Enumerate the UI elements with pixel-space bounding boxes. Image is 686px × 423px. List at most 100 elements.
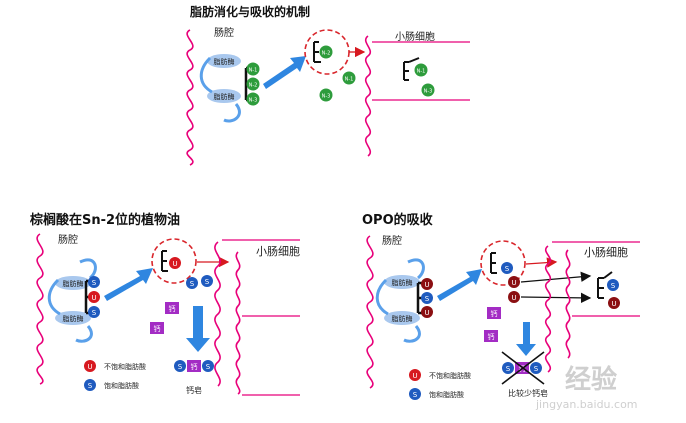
watermark-url: jingyan.baidu.com <box>535 398 638 411</box>
left-villi-cell <box>214 241 221 387</box>
right-fa-u2 <box>421 306 433 318</box>
left-enzyme-1 <box>55 276 91 290</box>
left-curve-arrow-3 <box>79 258 97 280</box>
right-legend-unsat: 不饱和脂肪酸 <box>429 371 471 380</box>
watermark: 经验 jingyan.baidu.com <box>535 364 638 411</box>
left-soap-s1 <box>174 360 186 372</box>
left-legend-sat: 饱和脂肪酸 <box>104 381 139 390</box>
left-fa-u-label: U <box>91 294 96 302</box>
left-fa-u-absorbed <box>169 257 181 269</box>
left-fa-s2 <box>88 306 100 318</box>
right-curve-arrow-3 <box>407 258 425 280</box>
right-glycerol <box>416 281 424 315</box>
left-soap-calcium-label: 钙 <box>191 362 198 371</box>
top-villi-cell <box>364 35 372 157</box>
top-lumen-label: 肠腔 <box>214 26 234 39</box>
right-soap-label: 比较少钙皂 <box>508 388 548 398</box>
right-fa-u1 <box>421 278 433 290</box>
right-fa-u1-label: U <box>424 281 429 289</box>
top-fa-n3 <box>246 92 260 106</box>
right-soap-s1 <box>502 362 514 374</box>
right-free-u1 <box>508 276 520 288</box>
left-down-arrow <box>186 306 210 352</box>
left-fa-s1-label: S <box>92 279 97 287</box>
left-soap-calcium <box>187 360 201 372</box>
left-calcium-2 <box>150 322 164 334</box>
right-calcium-1-label: 钙 <box>491 309 498 318</box>
right-title: OPO的吸收 <box>362 212 434 228</box>
left-villi-lumen <box>36 233 44 385</box>
top-fa-n2-label: N-2 <box>249 83 258 89</box>
left-fa-u <box>88 291 100 303</box>
left-soap-s2-label: S <box>206 363 211 371</box>
right-calcium-2 <box>484 330 498 342</box>
left-villi-cell-2 <box>235 251 241 395</box>
right-enzyme-1-label: 脂肪酶 <box>392 278 413 287</box>
left-blue-arrow <box>104 268 153 301</box>
top-diagram: 脂肪消化与吸收的机制 肠腔 脂肪酶 脂肪酶 N-1 N-2 N-3 N-2 N-… <box>186 4 470 166</box>
right-diagram: OPO的吸收 肠腔 脂肪酶 脂肪酶 U S U S U U 钙 钙 <box>362 212 640 400</box>
top-enzyme-2 <box>207 89 241 103</box>
right-soap-s2 <box>530 362 542 374</box>
right-enzyme-2 <box>384 311 420 325</box>
right-legend-u-letter: U <box>412 372 417 380</box>
right-lumen-label: 肠腔 <box>382 234 402 247</box>
right-legend-sat: 饱和脂肪酸 <box>429 390 464 399</box>
left-calcium-1-label: 钙 <box>169 304 176 313</box>
top-enzyme-1-label: 脂肪酶 <box>214 57 235 66</box>
left-soap-s1-label: S <box>178 363 183 371</box>
right-down-arrow <box>516 322 536 356</box>
top-enzyme-2-label: 脂肪酶 <box>214 92 235 101</box>
right-fa-u2-label: U <box>424 309 429 317</box>
top-fa-n1 <box>246 62 260 76</box>
right-free-u1-label: U <box>511 279 516 287</box>
top-villi-lumen <box>186 29 194 166</box>
left-monoglyceride <box>161 250 168 272</box>
left-legend-s-dot <box>84 379 96 391</box>
right-villi-cell-2 <box>565 249 571 359</box>
right-curve-arrow-1 <box>375 278 389 316</box>
left-free-s1-label: S <box>190 280 195 288</box>
right-fa-s-absorbed <box>501 262 513 274</box>
top-fa-n2-absorbed <box>319 45 333 59</box>
left-free-s2-label: S <box>205 278 210 286</box>
right-free-u2 <box>508 291 520 303</box>
left-fa-s1 <box>88 276 100 288</box>
left-enzyme-2 <box>55 311 91 325</box>
left-enzyme-2-label: 脂肪酶 <box>63 314 84 323</box>
top-free-n1-label: N-1 <box>345 77 354 83</box>
right-cross-line-2 <box>501 351 545 385</box>
left-legend-unsat: 不饱和脂肪酸 <box>104 362 146 371</box>
top-free-n3-label: N-3 <box>322 94 331 100</box>
right-enzyme-2-label: 脂肪酶 <box>392 314 413 323</box>
right-monoglyceride <box>490 252 497 274</box>
right-legend-s-dot <box>409 388 421 400</box>
right-legend-s-letter: S <box>413 391 418 399</box>
left-fa-u-absorbed-label: U <box>172 260 177 268</box>
left-legend-u-letter: U <box>87 363 92 371</box>
top-cell-glycerol <box>403 61 409 81</box>
right-dashed-circle <box>480 240 526 286</box>
right-enzyme-1 <box>384 275 420 289</box>
top-enzyme-1 <box>207 54 241 68</box>
right-cell-s-label: S <box>611 282 616 290</box>
left-cell-label: 小肠细胞 <box>256 245 300 258</box>
right-soap-s1-label: S <box>506 365 511 373</box>
right-calcium-1 <box>487 307 501 319</box>
right-villi-cell <box>544 245 552 373</box>
left-free-s1 <box>186 277 198 289</box>
top-cell-label: 小肠细胞 <box>395 30 435 43</box>
top-curve-arrow-1 <box>199 56 213 94</box>
right-free-u2-label: U <box>511 294 516 302</box>
right-red-arrow <box>525 257 558 268</box>
left-diagram: 棕榈酸在Sn-2位的植物油 肠腔 脂肪酶 脂肪酶 S U S U S S 钙 钙 <box>29 212 300 396</box>
right-legend-u-dot <box>409 369 421 381</box>
top-cell-n3 <box>421 83 435 97</box>
left-curve-arrow-1 <box>47 278 61 316</box>
top-blue-arrow <box>263 56 306 89</box>
left-curve-arrow-2 <box>75 325 93 343</box>
left-legend-u-dot <box>84 360 96 372</box>
left-legend-s-letter: S <box>88 382 93 390</box>
right-black-arrow-1 <box>520 271 592 283</box>
